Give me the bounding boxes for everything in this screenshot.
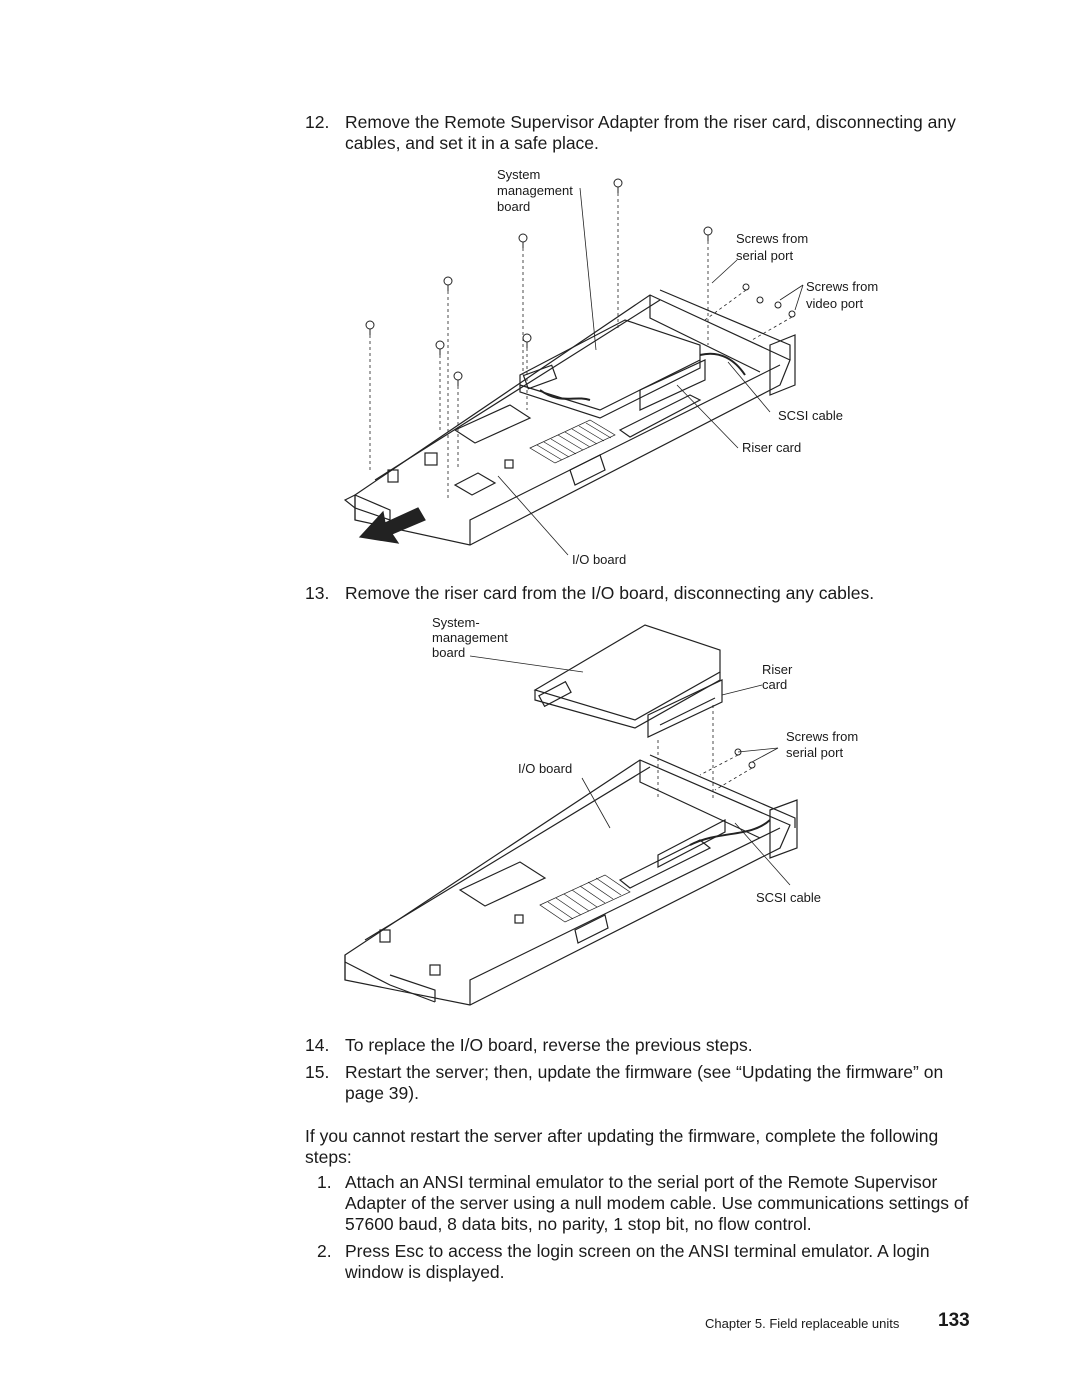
step-number: 13. [305, 583, 330, 603]
substep-number: 2. [317, 1241, 332, 1261]
screw [756, 296, 764, 304]
fig1-video-label-2: video port [806, 296, 863, 311]
fig2-riser-label-1: Riser [762, 662, 793, 677]
recovery-intro-paragraph: If you cannot restart the server after u… [305, 1126, 939, 1167]
screw [453, 371, 463, 386]
screw [435, 340, 445, 355]
fig1-video-label-1: Screws from [806, 279, 878, 294]
step-number: 14. [305, 1035, 330, 1055]
fig2-scsi-label: SCSI cable [756, 890, 821, 905]
substep-text: Attach an ANSI terminal emulator to the … [345, 1172, 969, 1234]
screw [613, 178, 623, 193]
step-text: To replace the I/O board, reverse the pr… [345, 1035, 753, 1055]
figure-2-drawing [344, 624, 798, 1006]
fig1-system-label-1: System [497, 167, 540, 182]
screw [703, 226, 713, 241]
screw [748, 761, 756, 769]
step-number: 12. [305, 112, 330, 132]
screw [518, 233, 528, 248]
step-number: 15. [305, 1062, 330, 1082]
fig1-system-label-3: board [497, 199, 530, 214]
fig1-serial-label-1: Screws from [736, 231, 808, 246]
screw [365, 320, 375, 335]
fig1-riser-label: Riser card [742, 440, 801, 455]
screw [443, 276, 453, 291]
fig1-system-label-2: management [497, 183, 573, 198]
step-text: Remove the Remote Supervisor Adapter fro… [345, 112, 956, 153]
screw [788, 310, 796, 318]
step-text: Remove the riser card from the I/O board… [345, 583, 875, 603]
figure-1-drawing [343, 178, 804, 556]
screw [774, 301, 782, 309]
fig1-scsi-label: SCSI cable [778, 408, 843, 423]
substep-number: 1. [317, 1172, 332, 1192]
fig1-serial-label-2: serial port [736, 248, 793, 263]
substep-text: Press Esc to access the login screen on … [345, 1241, 930, 1282]
fig2-serial-label-2: serial port [786, 745, 843, 760]
footer-chapter: Chapter 5. Field replaceable units [705, 1316, 900, 1331]
fig2-system-label-3: board [432, 645, 465, 660]
fig2-system-label-1: System- [432, 615, 480, 630]
screw [742, 283, 750, 291]
page-number: 133 [938, 1310, 970, 1331]
fig2-io-label: I/O board [518, 761, 572, 776]
fig2-riser-label-2: card [762, 677, 787, 692]
fig2-serial-label-1: Screws from [786, 729, 858, 744]
screw [522, 333, 532, 348]
fig1-io-label: I/O board [572, 552, 626, 567]
step-text: Restart the server; then, update the fir… [345, 1062, 944, 1103]
fig2-system-label-2: management [432, 630, 508, 645]
